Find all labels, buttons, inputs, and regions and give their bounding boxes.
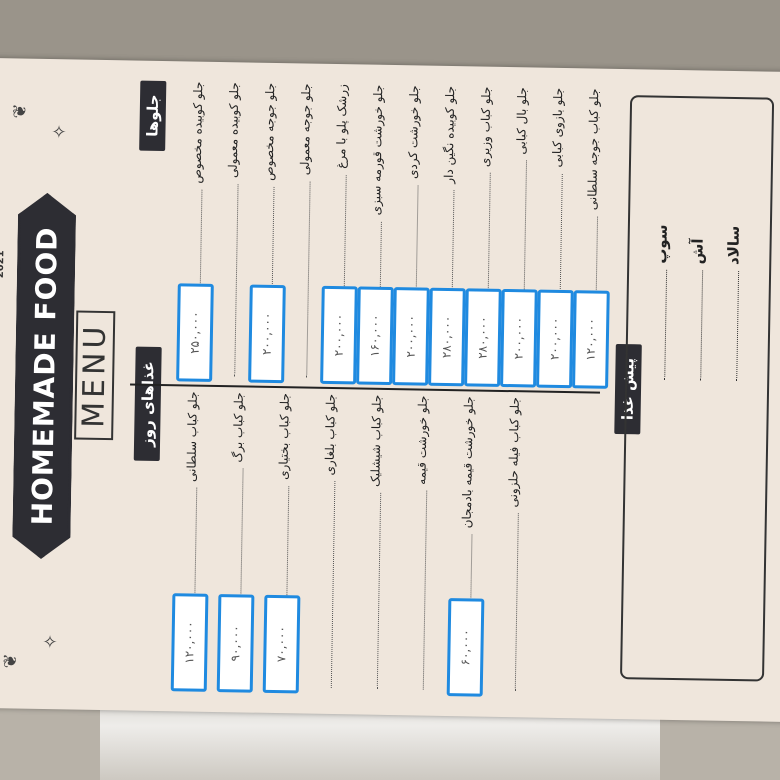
price-tag: ۹۰,۰۰۰ [216, 594, 255, 693]
list-item: جلو خورشت قیمه [405, 395, 436, 695]
starter-item: سوپ [650, 224, 671, 380]
price-tag: ۲۵۰,۰۰۰ [176, 283, 214, 382]
list-item: جلو کباب بلغاری [313, 394, 344, 694]
price-tag: ۱۲۰,۰۰۰ [170, 593, 209, 692]
ornament-icon: ❦ [0, 653, 22, 669]
menu-word: MENU [74, 310, 116, 441]
list-item: جلو کباب شیشلیک [359, 395, 390, 695]
dish-name: جلو کوبیده معمولی [225, 82, 242, 179]
dish-name: جلو بازوی کبابی [549, 87, 566, 168]
dish-name: زرشک پلو با مرغ [333, 83, 350, 169]
dish-name: جلو بال کبابی [514, 87, 530, 155]
dish-name: جلو خورشت کردی [405, 85, 422, 180]
dotted-leader [295, 181, 311, 378]
price-tag: ۶۰,۰۰۰ [446, 598, 485, 697]
brand-title: HOMEMADE FOOD [12, 192, 76, 559]
dish-name: جلو کوبیده مخصوص [189, 81, 206, 184]
dotted-leader [653, 269, 667, 380]
dish-name: جلو جوجه معمولی [297, 83, 314, 176]
dotted-leader [725, 270, 739, 382]
menu-card: ❦ ❦ ✧ ✧ 2021 HOMEMADE FOOD MENU غذاهای ر… [0, 57, 780, 723]
price-tag: ۲۸۰,۰۰۰ [464, 288, 502, 387]
dotted-leader [223, 183, 239, 377]
dotted-leader [412, 490, 427, 690]
list-item: جلو کباب فیله حلزونی [497, 397, 528, 697]
menu-header: ❦ ❦ ✧ ✧ 2021 HOMEMADE FOOD MENU [0, 58, 131, 710]
dotted-leader [366, 492, 381, 689]
list-item: جلو جوجه معمولی [288, 83, 319, 383]
dish-name: جلو کباب شیشلیک [368, 394, 384, 488]
list-item: جلو کوبیده معمولی [216, 82, 247, 382]
starter-item: آش [686, 238, 707, 381]
dotted-leader [320, 481, 335, 689]
price-tag: ۱۲۰,۰۰۰ [572, 290, 610, 389]
dish-name: جلو جوجه مخصوص [261, 82, 278, 181]
price-tag: ۲۸۰,۰۰۰ [428, 287, 466, 387]
ornament-icon: ❦ [9, 103, 31, 119]
price-tag: ۲۰۰,۰۰۰ [320, 285, 358, 385]
dish-name: جلو کباب وزیری [477, 86, 494, 168]
price-tag: ۲۰۰,۰۰۰ [536, 289, 574, 389]
dish-name: جلو کباب بلغاری [322, 393, 338, 476]
star-icon: ✧ [49, 123, 71, 140]
price-tag: ۱۶۰,۰۰۰ [356, 286, 394, 386]
starters-box [619, 95, 775, 682]
dish-name: جلو کباب برگ [230, 392, 246, 463]
price-tag: ۲۰۰,۰۰۰ [392, 287, 430, 386]
dish-name: جلو کباب فیله حلزونی [505, 397, 522, 508]
price-tag: ۷۰,۰۰۰ [262, 594, 301, 694]
dish-name: جلو کباب بختیاری [276, 393, 292, 480]
starter-name: سالاد [724, 225, 743, 266]
dish-name: جلو کباب سلطانی [184, 391, 200, 483]
price-tag: ۲۰۰,۰۰۰ [248, 284, 286, 384]
starter-name: سوپ [652, 224, 671, 264]
price-tag: ۲۰۰,۰۰۰ [500, 288, 538, 388]
dish-name: جلو خورشت قیمه [414, 395, 430, 485]
section-tag-rice: جلوها [139, 80, 167, 152]
dish-name: جلو کباب جوجه سلطانی [585, 88, 602, 211]
dotted-leader [504, 513, 519, 692]
dotted-leader [689, 270, 703, 381]
section-tag-daily: غذاهای روز [133, 346, 162, 461]
dish-name: جلو کوبیده نگین دار [441, 85, 458, 184]
starter-item: سالاد [722, 226, 743, 382]
year-label: 2021 [0, 250, 7, 279]
star-icon: ✧ [40, 633, 62, 650]
dish-name: جلو خورشت قورمه سبزی [369, 84, 386, 216]
starter-name: آش [688, 238, 707, 265]
dish-name: جلو خورشت قیمه بادمجان [459, 396, 476, 529]
